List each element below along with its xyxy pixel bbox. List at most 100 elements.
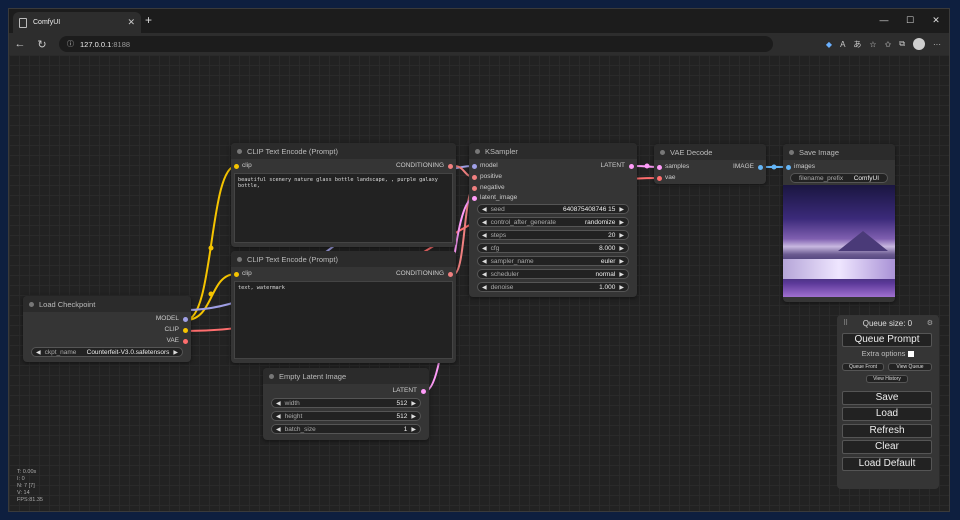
slot-label: samples bbox=[665, 163, 690, 170]
load-default-button[interactable]: Load Default bbox=[842, 457, 932, 471]
input-slot-model[interactable] bbox=[472, 164, 477, 169]
collections-icon[interactable]: ⧉ bbox=[899, 39, 905, 48]
stat-i: I: 0 bbox=[17, 476, 25, 482]
extra-options[interactable]: Extra options bbox=[837, 349, 939, 358]
node-header[interactable]: CLIP Text Encode (Prompt) bbox=[231, 251, 456, 267]
queue-prompt-button[interactable]: Queue Prompt bbox=[842, 333, 932, 347]
page-icon bbox=[19, 17, 27, 28]
input-slot-positive[interactable] bbox=[472, 175, 477, 180]
input-slot-samples[interactable] bbox=[657, 165, 662, 170]
queue-front-button[interactable]: Queue Front bbox=[842, 363, 884, 371]
tag-icon[interactable]: ◆ bbox=[825, 39, 833, 49]
settings-gear-icon[interactable]: ⚙ bbox=[926, 320, 933, 327]
menu-icon[interactable]: ··· bbox=[933, 39, 941, 49]
output-slot-image[interactable] bbox=[758, 165, 763, 170]
node-title: CLIP Text Encode (Prompt) bbox=[247, 254, 339, 264]
view-queue-button[interactable]: View Queue bbox=[888, 363, 932, 371]
clear-button[interactable]: Clear bbox=[842, 440, 932, 454]
slot-label: VAE bbox=[166, 337, 179, 344]
slot-label: LATENT bbox=[392, 387, 417, 394]
node-header[interactable]: KSampler bbox=[469, 143, 637, 159]
read-aloud-icon[interactable]: A bbox=[840, 39, 846, 49]
slot-label: clip bbox=[242, 162, 252, 169]
node-header[interactable]: Load Checkpoint bbox=[23, 296, 191, 312]
queue-size: Queue size: 0 bbox=[862, 318, 913, 328]
output-slot-conditioning[interactable] bbox=[448, 272, 453, 277]
output-slot-latent[interactable] bbox=[421, 389, 426, 394]
output-slot-conditioning[interactable] bbox=[448, 164, 453, 169]
node-header[interactable]: VAE Decode bbox=[654, 144, 766, 160]
node-clip-text-encode-positive[interactable]: CLIP Text Encode (Prompt) clip CONDITION… bbox=[231, 143, 456, 247]
minimize-icon[interactable]: — bbox=[879, 15, 889, 25]
node-load-checkpoint[interactable]: Load Checkpoint MODEL CLIP VAE ◀ckpt_nam… bbox=[23, 296, 191, 362]
save-button[interactable]: Save bbox=[842, 391, 932, 405]
drag-handle-icon[interactable]: ⠿ bbox=[843, 320, 849, 327]
node-vae-decode[interactable]: VAE Decode samples vae IMAGE bbox=[654, 144, 766, 184]
input-slot-latent-image[interactable] bbox=[472, 196, 477, 201]
output-slot-clip[interactable] bbox=[183, 328, 188, 333]
clip-wire-2 bbox=[185, 273, 237, 321]
output-slot-model[interactable] bbox=[183, 317, 188, 322]
input-slot-images[interactable] bbox=[786, 165, 791, 170]
profile-avatar[interactable] bbox=[913, 38, 925, 50]
input-slot-vae[interactable] bbox=[657, 176, 662, 181]
url-port: :8188 bbox=[111, 39, 131, 49]
translate-icon[interactable]: あ bbox=[853, 39, 862, 49]
graph-canvas[interactable]: CLIP Text Encode (Prompt) clip CONDITION… bbox=[9, 55, 949, 511]
node-title: KSampler bbox=[485, 146, 518, 156]
input-slot-negative[interactable] bbox=[472, 186, 477, 191]
address-bar[interactable]: ⓘ 127.0.0.1:8188 bbox=[59, 36, 773, 52]
new-tab-icon[interactable]: + bbox=[145, 13, 153, 27]
browser-tab[interactable]: ComfyUI ✕ bbox=[13, 12, 141, 33]
node-title: Load Checkpoint bbox=[39, 299, 96, 309]
close-tab-icon[interactable]: ✕ bbox=[127, 17, 135, 27]
render-stats: T: 0.00s I: 0 N: 7 [7] V: 14 FPS:81.35 bbox=[17, 469, 43, 504]
view-history-button[interactable]: View History bbox=[866, 375, 908, 383]
node-header[interactable]: CLIP Text Encode (Prompt) bbox=[231, 143, 456, 159]
tab-strip: ComfyUI ✕ + — ☐ ✕ bbox=[9, 9, 949, 33]
slot-label: images bbox=[794, 163, 815, 170]
load-button[interactable]: Load bbox=[842, 407, 932, 421]
slot-label: CONDITIONING bbox=[395, 162, 444, 169]
refresh-button[interactable]: Refresh bbox=[842, 424, 932, 438]
prompt-textarea[interactable]: beautiful scenery nature glass bottle la… bbox=[234, 173, 453, 243]
generated-image-preview[interactable] bbox=[783, 185, 895, 297]
extra-options-checkbox[interactable] bbox=[908, 351, 915, 358]
refresh-icon[interactable]: ↻ bbox=[37, 38, 47, 51]
stat-time: T: 0.00s bbox=[17, 469, 37, 475]
node-clip-text-encode-negative[interactable]: CLIP Text Encode (Prompt) clip CONDITION… bbox=[231, 251, 456, 363]
output-slot-latent[interactable] bbox=[629, 164, 634, 169]
output-slot-vae[interactable] bbox=[183, 339, 188, 344]
slot-label: vae bbox=[665, 174, 676, 181]
back-icon[interactable]: ← bbox=[14, 38, 26, 50]
close-window-icon[interactable]: ✕ bbox=[932, 15, 940, 25]
info-icon[interactable]: ⓘ bbox=[67, 41, 74, 48]
node-header[interactable]: Save Image bbox=[783, 144, 895, 160]
queue-panel: ⠿ Queue size: 0 ⚙ Queue Prompt Extra opt… bbox=[837, 315, 939, 489]
input-slot-clip[interactable] bbox=[234, 272, 239, 277]
browser-window: ComfyUI ✕ + — ☐ ✕ ← ↻ ⓘ 127.0.0.1:8188 ◆… bbox=[8, 8, 950, 512]
node-ksampler[interactable]: KSampler model positive negative latent_… bbox=[469, 143, 637, 297]
slot-label: latent_image bbox=[480, 194, 518, 201]
slot-label: IMAGE bbox=[733, 163, 754, 170]
favorite-icon[interactable]: ☆ bbox=[869, 39, 877, 49]
prompt-textarea[interactable]: text, watermark bbox=[234, 281, 453, 359]
node-header[interactable]: Empty Latent Image bbox=[263, 368, 429, 384]
favorites-icon[interactable]: ✩ bbox=[884, 39, 892, 49]
maximize-icon[interactable]: ☐ bbox=[905, 15, 915, 25]
input-slot-clip[interactable] bbox=[234, 164, 239, 169]
